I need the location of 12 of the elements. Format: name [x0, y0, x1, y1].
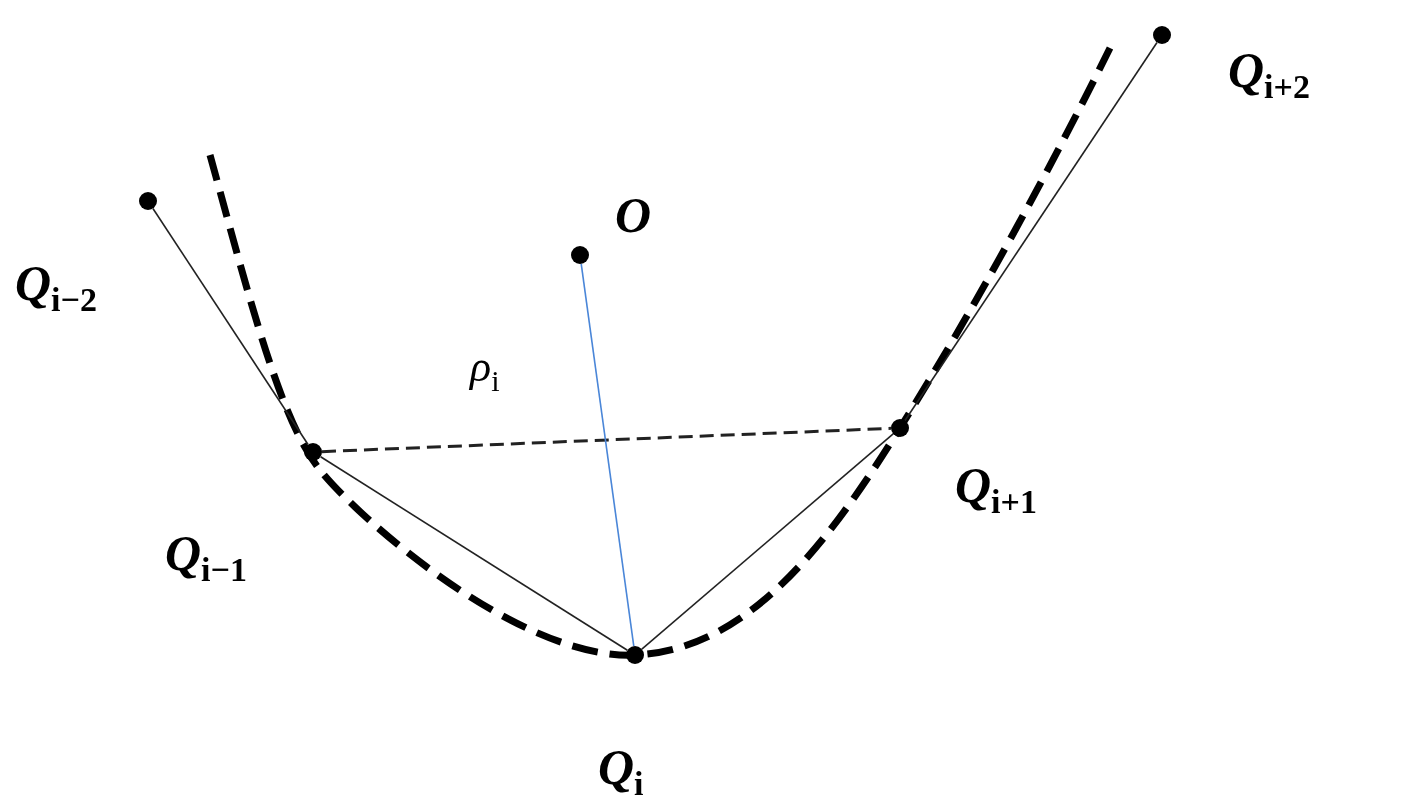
line [580, 263, 635, 647]
point-label: Q$_{i−2}$ [15, 258, 97, 317]
line [152, 207, 309, 446]
point-label: Q$_{i+1}$ [955, 460, 1037, 519]
point-label: Q$_{i−1}$ [165, 528, 247, 587]
point-label: Q$_{i+2}$ [1228, 45, 1310, 104]
point-label: Q$_{i}$ [598, 742, 644, 801]
line [319, 456, 629, 651]
dashed-line [321, 426, 892, 454]
line [904, 41, 1158, 422]
line [641, 433, 894, 650]
point-label: O [615, 190, 652, 240]
